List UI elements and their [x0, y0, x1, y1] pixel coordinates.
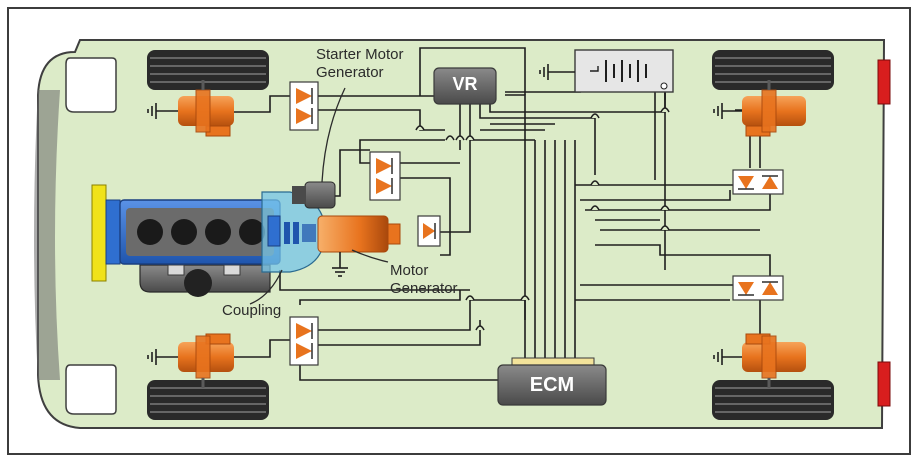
tire-rear-right — [712, 380, 834, 420]
ecm-module — [497, 357, 607, 406]
vr-module — [433, 67, 497, 105]
inverter-bottom — [289, 316, 319, 366]
tire-rear-left — [712, 50, 834, 90]
tail-light-top — [877, 59, 891, 105]
hub-motor-rear-left — [742, 80, 806, 137]
inverter-rear-bottom — [732, 275, 784, 301]
label-motor: Motor — [390, 262, 429, 279]
label-starter-generator: Generator — [316, 64, 384, 81]
front-bumper-shade — [34, 90, 60, 380]
starter-motor-generator — [292, 181, 336, 209]
label-starter-motor: Starter Motor — [316, 46, 404, 63]
front-pulley-bar — [91, 184, 107, 282]
tire-front-left — [147, 50, 269, 90]
leader-lines — [249, 87, 389, 305]
inverter-rear-top — [732, 169, 784, 195]
motor-generator — [317, 215, 401, 277]
hub-motor-front-right — [178, 333, 234, 388]
ground-battery — [539, 64, 575, 80]
engine — [91, 184, 281, 297]
headlight-bottom — [65, 364, 117, 415]
label-motor-generator: Generator — [390, 280, 458, 297]
ground-symbols-hubs — [147, 103, 742, 365]
headlight-top — [65, 57, 117, 113]
label-vr: VR — [452, 74, 478, 94]
label-coupling: Coupling — [222, 302, 282, 319]
wire-crossovers — [415, 107, 670, 331]
tire-front-right — [147, 380, 269, 420]
hub-motor-rear-right — [742, 333, 806, 388]
inverter-top — [289, 81, 319, 131]
hub-motor-front-left — [178, 80, 234, 137]
coupling-housing — [261, 191, 326, 273]
car-body — [37, 39, 886, 429]
label-ecm: ECM — [529, 374, 575, 396]
inverter-small — [417, 215, 441, 247]
inverter-middle — [369, 151, 401, 201]
tail-light-bottom — [877, 361, 891, 407]
battery — [574, 49, 674, 93]
